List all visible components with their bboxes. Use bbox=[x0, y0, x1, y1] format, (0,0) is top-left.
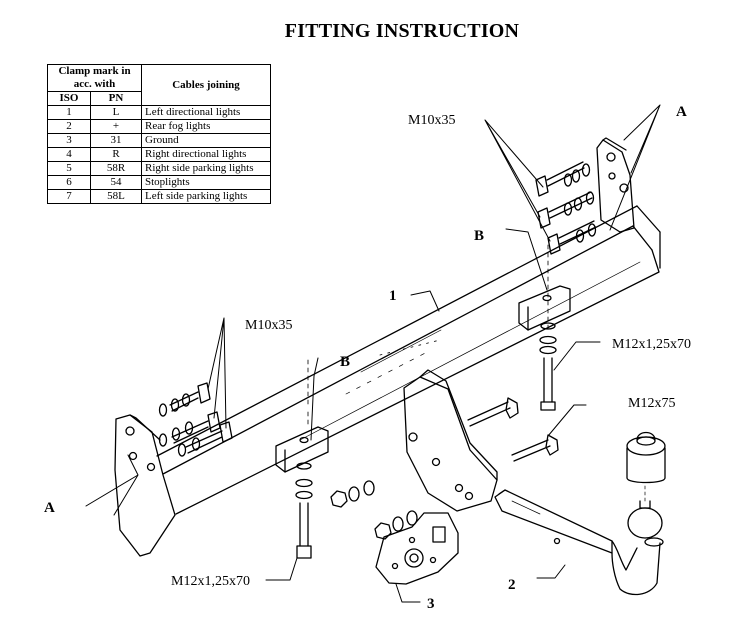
bolt-m12x125-right bbox=[539, 322, 557, 411]
saddle-clamp-left bbox=[275, 426, 329, 473]
cable-legend-table: Clamp mark in acc. with Cables joining I… bbox=[47, 64, 271, 204]
header-pn: PN bbox=[90, 91, 142, 106]
tow-ball bbox=[627, 485, 663, 539]
nuts-washers-lower bbox=[374, 510, 418, 540]
crossbar bbox=[156, 205, 661, 515]
label-m10x35-right: M10x35 bbox=[408, 113, 455, 128]
left-bracket bbox=[114, 414, 176, 557]
cell-cable: Right side parking lights bbox=[141, 161, 271, 176]
cell-pn: 58R bbox=[90, 161, 142, 176]
nuts-washers-upper bbox=[330, 480, 375, 508]
header-clamp-mark: Clamp mark in acc. with bbox=[47, 64, 142, 92]
leader-lines bbox=[85, 104, 661, 603]
label-b-right: B bbox=[474, 228, 484, 244]
table-row: 5 58R Right side parking lights bbox=[47, 161, 271, 176]
socket-plate bbox=[375, 512, 459, 585]
label-part-3: 3 bbox=[427, 596, 435, 612]
bolts-m10-right bbox=[535, 161, 597, 255]
label-a-right: A bbox=[676, 104, 687, 120]
label-m12x125x70-bottom: M12x1,25x70 bbox=[171, 574, 250, 589]
label-m12x125x70-right: M12x1,25x70 bbox=[612, 337, 691, 352]
saddle-clamp-right bbox=[518, 285, 571, 331]
bolt-m12x125-left bbox=[295, 462, 313, 559]
center-tow-plate bbox=[403, 369, 498, 512]
bolt-m12x75-upper bbox=[467, 397, 519, 427]
bolts-m10-left bbox=[158, 382, 233, 457]
label-b-left: B bbox=[340, 354, 350, 370]
table-row: 4 R Right directional lights bbox=[47, 147, 271, 162]
table-row: 7 58L Left side parking lights bbox=[47, 189, 271, 204]
label-part-2: 2 bbox=[508, 577, 516, 593]
label-a-left: A bbox=[44, 500, 55, 516]
label-m10x35-left: M10x35 bbox=[245, 318, 292, 333]
tow-ball-cap bbox=[626, 431, 666, 484]
ball-neck bbox=[494, 489, 664, 596]
table-row: 3 31 Ground bbox=[47, 133, 271, 148]
bolt-m12x75-lower bbox=[511, 434, 559, 462]
cell-cable: Left side parking lights bbox=[141, 189, 271, 204]
right-bracket bbox=[596, 137, 635, 233]
page-title: FITTING INSTRUCTION bbox=[284, 20, 520, 42]
table-subheader-row: ISO PN bbox=[47, 91, 271, 106]
label-part-1: 1 bbox=[389, 288, 397, 304]
table-row: 2 + Rear fog lights bbox=[47, 119, 271, 134]
label-m12x75: M12x75 bbox=[628, 396, 675, 411]
